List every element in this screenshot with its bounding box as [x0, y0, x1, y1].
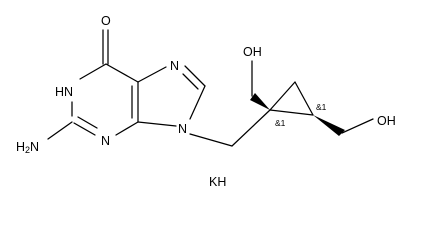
bond-n7-c8-double — [182, 73, 199, 90]
atom-counter-ion: KH — [209, 175, 226, 189]
wedge-cr-ch2-right — [313, 115, 345, 136]
bond-c2-n3 — [73, 122, 96, 136]
bond-c6-n1 — [79, 63, 107, 80]
atom-hydroxyl-upper: OH — [243, 45, 262, 59]
bond-c2-n3-double — [77, 116, 98, 129]
bond-c2-nh2 — [47, 121, 73, 140]
bond-c5-c6 — [105, 63, 139, 83]
bond-n7-c8 — [184, 65, 206, 87]
bond-layer — [47, 29, 374, 147]
bond-cq-ctop — [269, 81, 296, 111]
wedge-cq-ch2-upper — [250, 93, 270, 110]
atom-n7: N — [170, 59, 179, 73]
stereo-label-ring: &1 — [316, 102, 327, 112]
bond-ch2-cq — [231, 109, 271, 147]
atom-hydroxyl-right: OH — [377, 114, 396, 128]
structure-canvas: O HN N N N H2N OH OH KH &1 &1 — [16, 14, 396, 189]
atom-carbonyl-oxygen: O — [101, 14, 111, 28]
atom-n3: N — [101, 134, 110, 148]
bond-n3-c4 — [115, 121, 139, 136]
atom-n9: N — [178, 122, 187, 136]
bond-n9-ch2 — [189, 133, 233, 147]
stereo-label-layer: &1 &1 — [275, 102, 327, 128]
atom-label-layer: O HN N N N H2N OH OH KH — [16, 14, 396, 189]
bond-cq-cr — [269, 109, 314, 116]
stereo-label-quaternary: &1 — [275, 118, 286, 128]
bond-c8-n9 — [189, 85, 206, 120]
atom-amine: H2N — [16, 140, 39, 155]
atom-n1h: HN — [55, 85, 73, 99]
bond-n9-c4 — [137, 121, 177, 127]
bond-c5-n7 — [137, 66, 167, 83]
bond-ctop-cr — [294, 81, 314, 116]
bond-ch2-right-oh — [341, 118, 374, 134]
